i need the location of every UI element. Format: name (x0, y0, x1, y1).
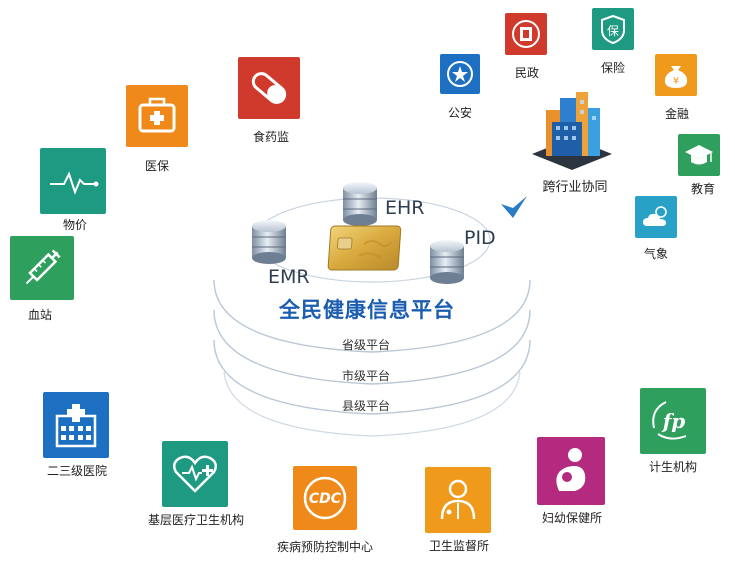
pulse-line-icon (50, 171, 99, 195)
money-bag-icon: ¥ (664, 66, 688, 88)
svg-text:fp: fp (661, 409, 686, 433)
tile-jiandu-label: 卫生监督所 (428, 539, 490, 553)
tile-xuezhan-label: 血站 (27, 308, 53, 322)
mother-child-icon (556, 448, 586, 491)
tile-qixiang-label: 气象 (643, 247, 669, 261)
database-icon-left (252, 220, 286, 264)
heart-plus-icon (172, 455, 218, 493)
inspector-person-icon (440, 479, 476, 520)
tile-shiyaojian[interactable] (238, 57, 300, 119)
pid-label: PID (464, 227, 496, 249)
tile-jisheng[interactable]: fp (640, 388, 706, 454)
tile-fuyou[interactable] (537, 437, 605, 505)
ring-3 (213, 339, 531, 415)
tile-gongan[interactable] (440, 54, 480, 94)
svg-text:保: 保 (607, 24, 619, 38)
level-label-county: 县级平台 (341, 399, 391, 413)
tile-jisheng-label: 计生机构 (648, 460, 698, 474)
tile-wujia-label: 物价 (62, 218, 88, 232)
database-icon-top (343, 182, 377, 226)
tile-yibao[interactable] (126, 85, 188, 147)
svg-text:¥: ¥ (673, 76, 679, 87)
tile-cdc[interactable]: CDC (293, 466, 357, 530)
tile-minzheng-label: 民政 (514, 66, 540, 80)
cdc-logo-icon: CDC (303, 476, 347, 520)
svg-text:CDC: CDC (309, 491, 342, 507)
tile-jinrong-label: 金融 (664, 107, 690, 121)
medical-kit-icon (138, 97, 176, 133)
tile-gongan-label: 公安 (447, 106, 473, 120)
tile-jiandu[interactable] (425, 467, 491, 533)
level-label-city: 市级平台 (341, 369, 391, 383)
weather-cloud-sun-icon (643, 206, 667, 226)
ring-2 (213, 309, 531, 385)
police-badge-icon (447, 61, 473, 87)
health-card-icon (327, 225, 402, 271)
tile-xuezhan[interactable] (10, 236, 74, 300)
ring-1 (213, 279, 531, 353)
ehr-label: EHR (385, 197, 425, 219)
tile-yibao-label: 医保 (144, 159, 170, 173)
tile-jiaoyu-label: 教育 (690, 182, 716, 196)
tile-cdc-label: 疾病预防控制中心 (276, 540, 374, 554)
platform-title: 全民健康信息平台 (279, 298, 455, 322)
pill-capsule-icon (251, 72, 287, 104)
tile-minzheng[interactable] (505, 13, 547, 55)
connection-arrow-icon (501, 196, 527, 218)
tile-baoxian-label: 保险 (600, 61, 626, 75)
tile-wujia[interactable] (40, 148, 106, 214)
tile-fuyou-label: 妇幼保健所 (541, 511, 603, 525)
tile-baoxian[interactable]: 保 (592, 8, 634, 50)
tile-jiceng-label: 基层医疗卫生机构 (147, 513, 245, 527)
database-icon-right (430, 240, 464, 284)
tile-jinrong[interactable]: ¥ (655, 54, 697, 96)
tile-qixiang[interactable] (635, 196, 677, 238)
civil-affairs-emblem-icon (512, 20, 540, 48)
tile-jiaoyu[interactable] (678, 134, 720, 176)
tile-hospital[interactable] (43, 392, 109, 458)
hospital-building-icon (55, 404, 97, 448)
tile-shiyaojian-label: 食药监 (252, 130, 290, 144)
insurance-shield-icon: 保 (601, 14, 625, 45)
cross-industry-label: 跨行业协同 (542, 180, 608, 195)
city-building-icon (532, 92, 612, 170)
emr-label: EMR (268, 266, 310, 288)
family-planning-logo-icon: fp (652, 401, 687, 440)
level-label-province: 省级平台 (341, 338, 391, 352)
graduation-cap-icon (685, 145, 713, 165)
ring-4 (223, 371, 521, 437)
tile-jiceng[interactable] (162, 441, 228, 507)
syringe-icon (25, 249, 61, 285)
tile-hospital-label: 二三级医院 (46, 464, 108, 478)
